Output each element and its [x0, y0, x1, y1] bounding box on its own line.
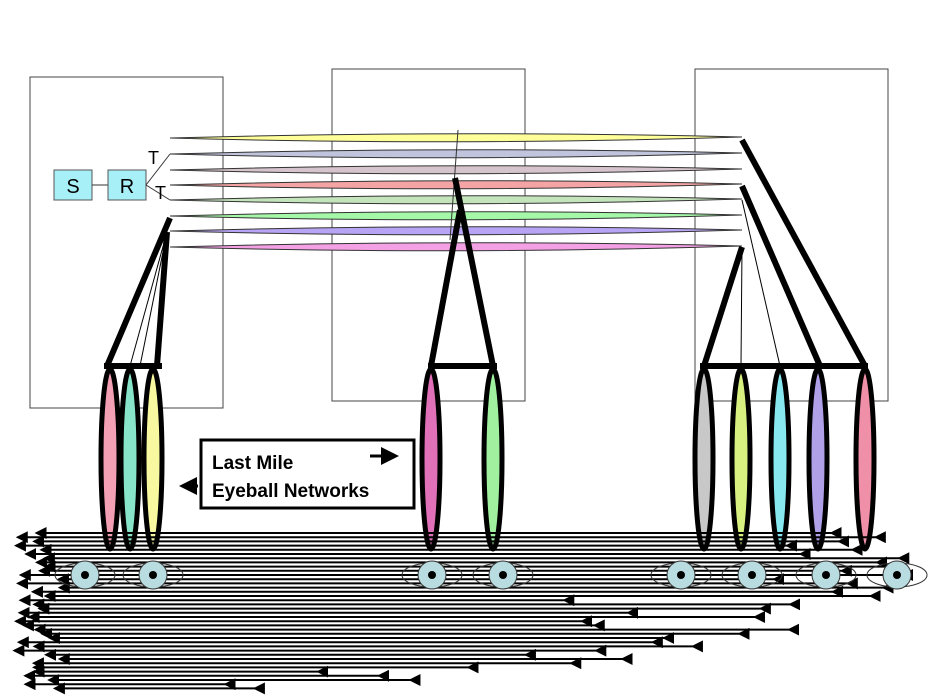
eye-pupil: [149, 571, 157, 579]
eyeball-network-ellipse: [118, 366, 142, 552]
tap-label-top: T: [148, 148, 159, 168]
eye-pupil: [81, 571, 89, 579]
eyeball-network-ellipse: [853, 366, 877, 552]
relay-label: R: [120, 176, 134, 198]
eyeball-network-ellipse: [481, 366, 505, 552]
eyeball-network-ellipse: [806, 366, 830, 552]
legend-line1: Last Mile: [212, 453, 293, 474]
eyeball-network-ellipse: [692, 366, 716, 552]
eyeball-network-ellipse: [768, 366, 792, 552]
eye-pupil: [499, 571, 507, 579]
source-label: S: [66, 176, 79, 198]
channel-ellipse: [169, 133, 743, 143]
relay-node: [107, 169, 147, 201]
eyeball-network-ellipse: [98, 366, 122, 552]
region-box-left: [29, 76, 224, 409]
eye-pupil: [428, 571, 436, 579]
source-node: [53, 169, 93, 201]
channel-ellipse: [169, 195, 743, 205]
eye-pupil: [893, 571, 901, 579]
eye-pupil: [677, 571, 685, 579]
eyeball-network-ellipse: [141, 366, 165, 552]
eyeball-network-ellipse: [729, 366, 753, 552]
eye-pupil: [822, 571, 830, 579]
eyeball-network-ellipse: [419, 366, 443, 552]
eye-pupil: [748, 571, 756, 579]
channel-ellipse: [169, 165, 743, 175]
legend-line2: Eyeball Networks: [212, 481, 369, 502]
tap-label-bottom: T: [155, 183, 166, 203]
legend-box: [199, 438, 416, 510]
